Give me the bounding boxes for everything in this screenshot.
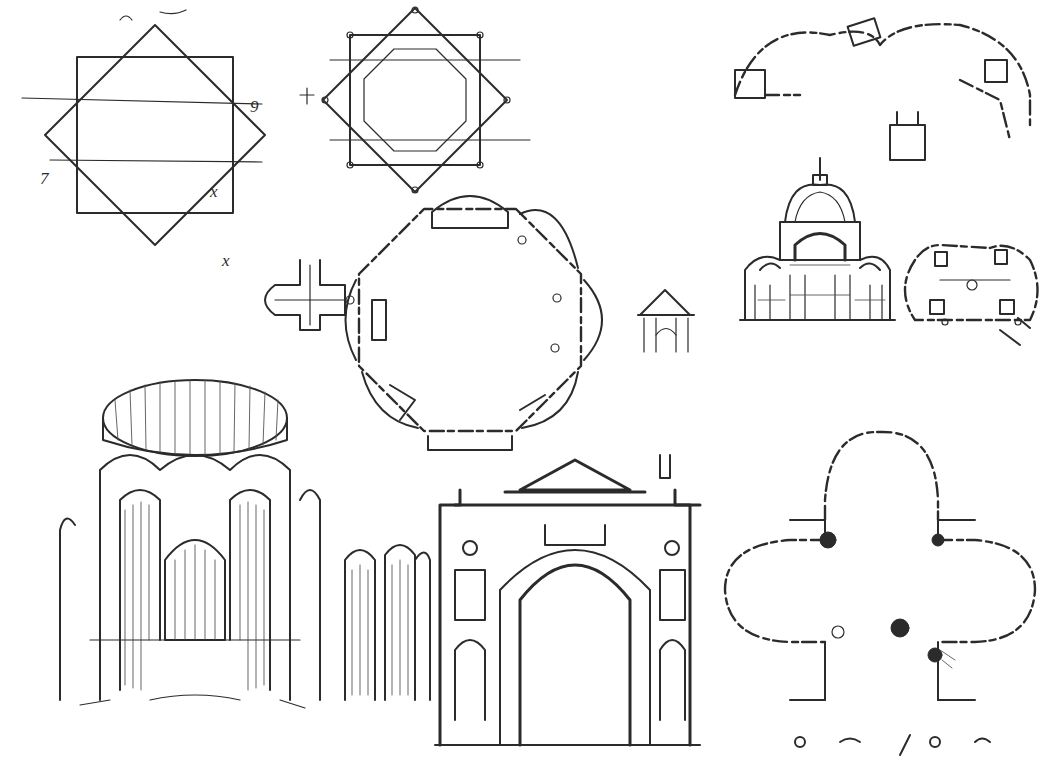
facade-sketch xyxy=(435,455,700,745)
sketch-mark: 9 xyxy=(250,98,259,115)
star-figure xyxy=(322,7,530,193)
plan-sketch xyxy=(265,260,354,330)
sketch-mark: x xyxy=(222,252,230,269)
plan-sketch xyxy=(735,18,1030,160)
plan-sketch xyxy=(905,245,1038,345)
sketch-mark: 7 xyxy=(40,170,49,187)
church-elevation xyxy=(740,158,895,320)
plan-sketch xyxy=(725,432,1035,755)
temple-sketch xyxy=(638,290,694,352)
star-figure xyxy=(22,10,314,245)
interior-sketch xyxy=(60,380,430,708)
sketch-mark: x xyxy=(210,183,218,200)
plan-sketch xyxy=(346,196,603,450)
